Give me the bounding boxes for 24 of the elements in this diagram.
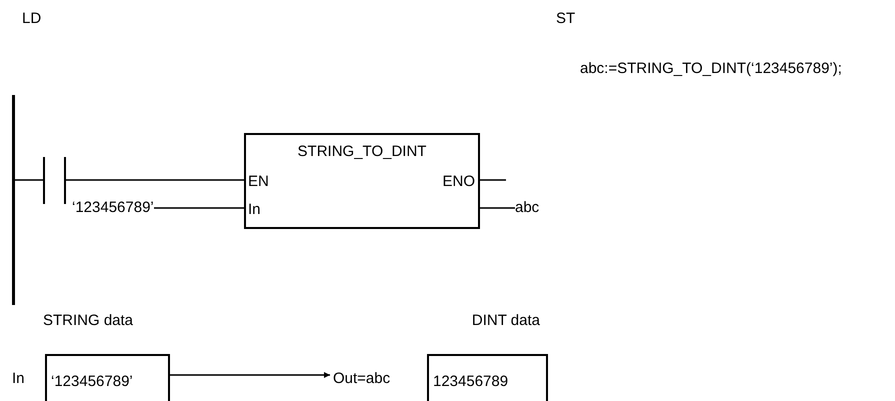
- connector-line: [154, 207, 244, 209]
- data-box: 123456789: [427, 354, 548, 401]
- arrow: [170, 372, 330, 378]
- data-heading: DINT data: [472, 311, 540, 331]
- connector-line: [480, 179, 506, 181]
- connector-line: [15, 179, 43, 181]
- pin-label: EN: [248, 172, 269, 192]
- operand-text: abc: [515, 198, 540, 218]
- port-label: In: [12, 369, 25, 389]
- pin-label: In: [248, 200, 261, 220]
- pin-label: ENO: [442, 172, 475, 192]
- code-text: abc:=STRING_TO_DINT(‘123456789’);: [580, 59, 842, 79]
- data-box: ‘123456789’: [45, 354, 170, 401]
- section-label: LD: [22, 9, 42, 29]
- operand-text: ‘123456789’: [72, 198, 154, 218]
- connector-line: [66, 179, 244, 181]
- contact-symbol: [43, 157, 66, 204]
- block-title: STRING_TO_DINT: [296, 142, 428, 162]
- data-heading: STRING data: [43, 311, 134, 331]
- port-label: Out=abc: [333, 369, 390, 389]
- power-rail: [12, 95, 15, 305]
- function-block: [244, 133, 480, 229]
- connector-line: [480, 207, 515, 209]
- section-label: ST: [556, 9, 576, 29]
